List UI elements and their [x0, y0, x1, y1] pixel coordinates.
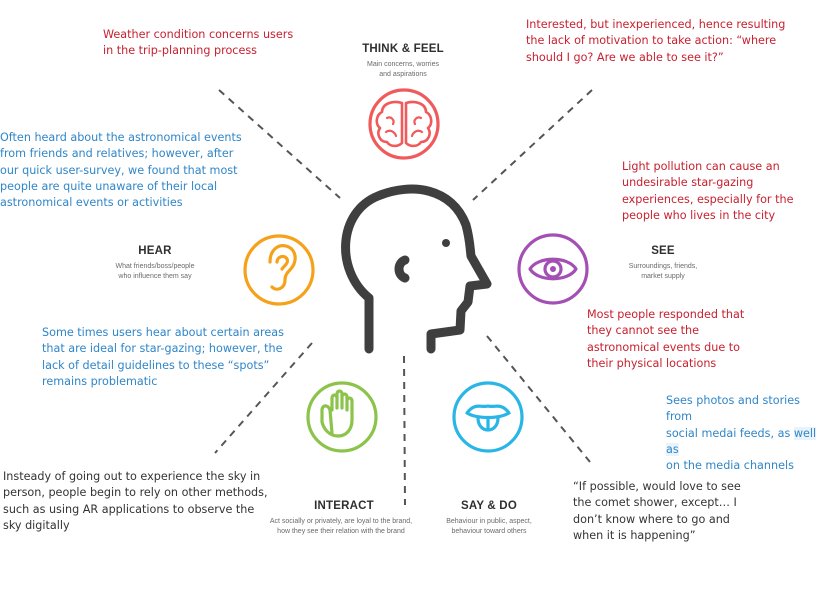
- divider-dash-bottom-center: [403, 355, 406, 506]
- note-physical-locations: Most people responded that they cannot s…: [587, 308, 745, 370]
- head-profile-icon: [341, 184, 492, 354]
- note-comet-quote: “If possible, would love to see the come…: [573, 480, 741, 542]
- interact-subtitle: Act socially or privately, are loyal to …: [269, 518, 413, 535]
- hear-title: HEAR: [138, 245, 172, 257]
- mouth-tongue-icon: [452, 381, 524, 453]
- note-spots-guidelines: Some times users hear about certain area…: [42, 326, 284, 388]
- note-inexperienced-motivation: Interested, but inexperienced, hence res…: [526, 18, 786, 64]
- brain-icon: [368, 88, 440, 160]
- think-feel-subtitle: Main concerns, worries and aspirations: [367, 61, 439, 78]
- divider-dash-top-right: [472, 89, 593, 201]
- divider-dash-bottom-left: [214, 342, 313, 454]
- hand-icon: [306, 381, 378, 453]
- say-do-title: SAY & DO: [461, 500, 517, 512]
- say-do-subtitle: Behaviour in public, aspect, behaviour t…: [446, 518, 532, 535]
- divider-dash-bottom-right: [486, 335, 591, 463]
- ear-icon: [243, 234, 315, 306]
- hear-subtitle: What friends/boss/people who influence t…: [115, 263, 195, 280]
- note-social-media-photos: Sees photos and stories from social meda…: [666, 393, 820, 474]
- divider-dash-top-left: [218, 89, 341, 199]
- note-light-pollution: Light pollution can cause an undesirable…: [622, 160, 794, 222]
- note-often-heard: Often heard about the astronomical event…: [0, 131, 242, 210]
- eye-icon: [517, 233, 589, 305]
- note-weather-concern: Weather condition concerns users in the …: [103, 28, 294, 58]
- note-social-media-part1: Sees photos and stories from social meda…: [666, 394, 800, 440]
- divider-dashes: [214, 89, 593, 506]
- see-subtitle: Surroundings, friends, market supply: [628, 263, 698, 280]
- note-ar-applications: Insteady of going out to experience the …: [3, 470, 268, 532]
- think-feel-title: THINK & FEEL: [362, 43, 444, 55]
- see-title: SEE: [651, 245, 675, 257]
- note-social-media-part2: on the media channels: [666, 459, 794, 473]
- interact-title: INTERACT: [314, 500, 374, 512]
